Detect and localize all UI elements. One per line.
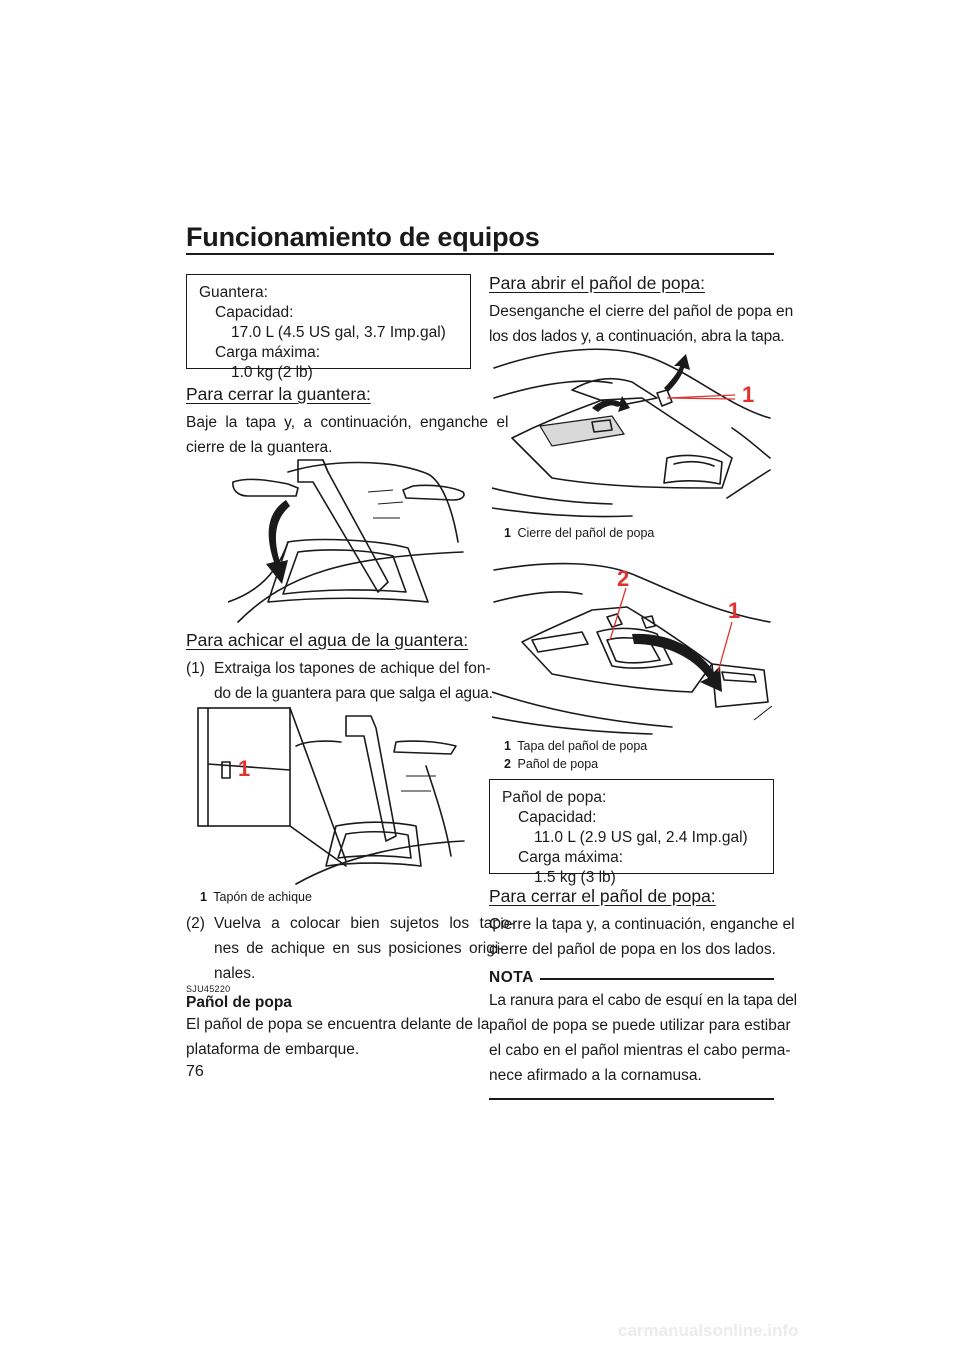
- stern-section-text: El pañol de popa se encuentra delante de…: [186, 1012, 490, 1062]
- step-number: (1): [186, 660, 205, 677]
- callout-label: 2: [617, 566, 630, 591]
- caption-number: 2: [504, 757, 511, 771]
- drain-glovebox-heading: Para achicar el agua de la guantera:: [186, 630, 469, 650]
- text-line: cierre del pañol de popa en los dos lado…: [489, 941, 776, 958]
- close-stern-text: Cierre la tapa y, a continuación, enganc…: [489, 912, 795, 962]
- drain-step-2: (2) Vuelva a colocar bien sujetos los ta…: [186, 911, 515, 986]
- open-stern-heading: Para abrir el pañol de popa:: [489, 273, 705, 293]
- page-title: Funcionamiento de equipos: [186, 222, 540, 252]
- spec-max-load-value: 1.0 kg (2 lb): [231, 364, 313, 381]
- nota-text: La ranura para el cabo de esquí en la ta…: [489, 988, 797, 1088]
- caption-number: 1: [200, 890, 207, 904]
- text-line: do de la guantera para que salga el agua…: [214, 685, 493, 702]
- drain-plug-illustration: [197, 707, 465, 885]
- text-line: Desenganche el cierre del pañol de popa …: [489, 303, 794, 320]
- figure-caption: 1 Tapón de achique: [200, 890, 312, 904]
- spec-max-load-label: Carga máxima:: [518, 849, 624, 866]
- text-line: cierre de la guantera.: [186, 439, 333, 456]
- callout-label: 1: [238, 756, 251, 781]
- text-line: nece afirmado a la cornamusa.: [489, 1067, 702, 1084]
- caption-text: Cierre del pañol de popa: [517, 526, 655, 540]
- text-line: el cabo en el pañol mientras el cabo per…: [489, 1042, 791, 1059]
- close-glovebox-text: Baje la tapa y, a continuación, enganche…: [186, 410, 509, 460]
- text-line: Baje la tapa y, a continuación, enganche…: [186, 414, 509, 431]
- caption-text: Pañol de popa: [517, 757, 599, 771]
- figure-caption: 1 Cierre del pañol de popa: [504, 526, 654, 540]
- spec-max-load-value: 1.5 kg (3 lb): [534, 869, 616, 886]
- text-line: los dos lados y, a continuación, abra la…: [489, 328, 785, 345]
- callout-label: 1: [742, 382, 755, 407]
- figure-caption: 2 Pañol de popa: [504, 757, 598, 771]
- text-line: nales.: [214, 965, 256, 982]
- text-line: El pañol de popa se encuentra delante de…: [186, 1016, 490, 1033]
- stern-storage-illustration: [492, 562, 773, 735]
- spec-capacity-value: 11.0 L (2.9 US gal, 2.4 Imp.gal): [534, 829, 748, 846]
- spec-capacity-label: Capacidad:: [215, 304, 294, 321]
- caption-text: Tapa del pañol de popa: [517, 739, 648, 753]
- text-line: pañol de popa se puede utilizar para est…: [489, 1017, 791, 1034]
- drain-step-1: (1) Extraiga los tapones de achique del …: [186, 656, 493, 706]
- figure-caption: 1 Tapa del pañol de popa: [504, 739, 647, 753]
- page-number: 76: [186, 1063, 204, 1080]
- section-code: SJU45220: [186, 984, 231, 994]
- open-stern-text: Desenganche el cierre del pañol de popa …: [489, 299, 794, 349]
- nota-top-rule: [540, 978, 774, 980]
- text-line: La ranura para el cabo de esquí en la ta…: [489, 992, 797, 1009]
- spec-title: Pañol de popa:: [502, 789, 607, 806]
- text-line: Cierre la tapa y, a continuación, enganc…: [489, 916, 795, 933]
- text-line: plataforma de embarque.: [186, 1041, 360, 1058]
- callout-label: 1: [728, 598, 741, 623]
- spec-title: Guantera:: [199, 284, 268, 301]
- stern-spec-box: Pañol de popa: Capacidad: 11.0 L (2.9 US…: [489, 779, 774, 886]
- watermark: carmanualsonline.info: [618, 1321, 799, 1340]
- glovebox-close-illustration: [228, 459, 465, 623]
- step-number: (2): [186, 915, 205, 932]
- caption-text: Tapón de achique: [213, 890, 312, 904]
- nota-bottom-rule: [489, 1098, 774, 1100]
- text-line: Vuelva a colocar bien sujetos los tapo-: [214, 915, 515, 932]
- stern-latch-illustration: [492, 348, 771, 518]
- text-line: nes de achique en sus posiciones origi-: [214, 940, 504, 957]
- caption-number: 1: [504, 526, 511, 540]
- nota-label: NOTA: [489, 969, 534, 986]
- spec-capacity-label: Capacidad:: [518, 809, 597, 826]
- caption-number: 1: [504, 739, 511, 753]
- spec-capacity-value: 17.0 L (4.5 US gal, 3.7 Imp.gal): [231, 324, 446, 341]
- title-rule: [186, 253, 774, 255]
- text-line: Extraiga los tapones de achique del fon-: [214, 660, 491, 677]
- stern-section-heading: Pañol de popa: [186, 994, 292, 1011]
- close-stern-heading: Para cerrar el pañol de popa:: [489, 886, 716, 906]
- glovebox-spec-box: Guantera: Capacidad: 17.0 L (4.5 US gal,…: [186, 274, 471, 381]
- close-glovebox-heading: Para cerrar la guantera:: [186, 384, 371, 404]
- spec-max-load-label: Carga máxima:: [215, 344, 321, 361]
